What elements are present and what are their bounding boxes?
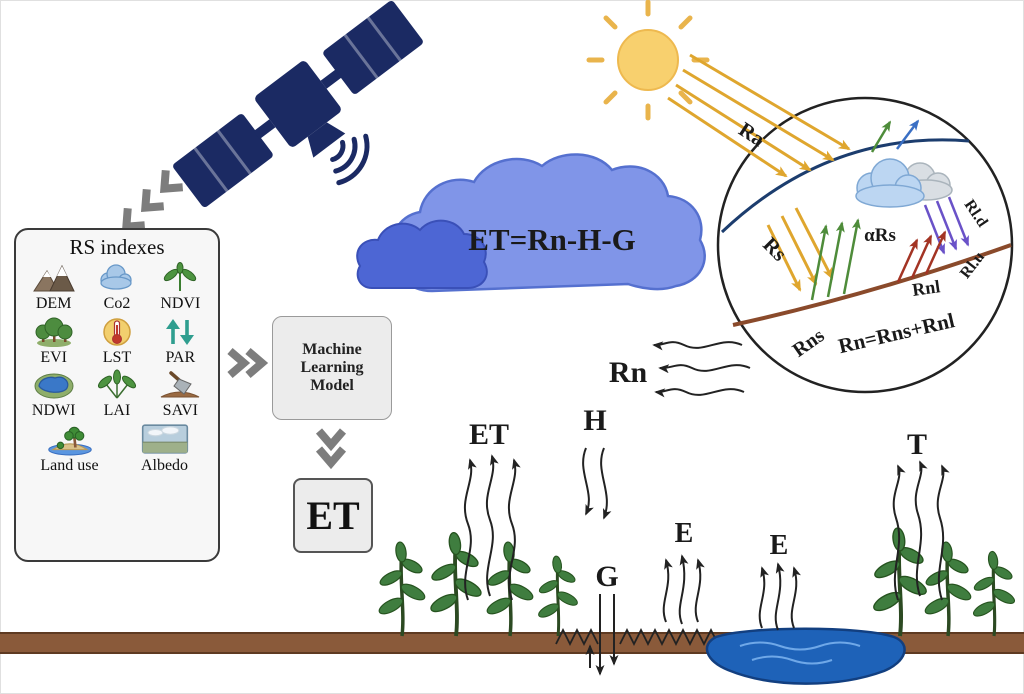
- rs-item-co2: Co2: [85, 262, 148, 313]
- scattered-arrows: [870, 119, 920, 153]
- leaves-icon: [97, 369, 137, 399]
- machine-learning-model-label: Machine Learning Model: [300, 341, 364, 394]
- machine-learning-model-box: Machine Learning Model: [272, 316, 392, 420]
- rs-item-albedo: Albedo: [117, 422, 212, 475]
- equation-cloud-small: [356, 219, 488, 289]
- g-flux-label: G: [595, 560, 618, 593]
- par-arrows-icon: [166, 318, 195, 345]
- rs-item-label: Co2: [103, 295, 131, 312]
- rs-item-ndvi: NDVI: [149, 262, 212, 313]
- rn-wavy-arrows: [652, 341, 751, 398]
- alpha-rs-label: αRs: [864, 225, 896, 246]
- rs-item-label: EVI: [40, 348, 67, 366]
- thermometer-icon: [103, 317, 131, 346]
- surface-curve: [732, 243, 1012, 327]
- rs-item-dem: DEM: [22, 262, 85, 313]
- rs-item-label: LST: [102, 348, 132, 366]
- rld-arrows: [923, 196, 970, 255]
- radiation-balance-circle: Ra Rs αRs Rns Rl.d Rl.u Rnl Rn=Rns+Rnl: [667, 53, 1014, 394]
- rs-item-label: NDWI: [31, 402, 76, 420]
- plant-cluster-left: [375, 530, 581, 638]
- forest-icon: [35, 317, 73, 347]
- e-water-flux-arrows: [758, 562, 801, 631]
- t-flux-label: T: [907, 428, 927, 461]
- rs-item-label: DEM: [35, 295, 72, 312]
- rs-item-ndwi: NDWI: [22, 369, 85, 420]
- rnl-label: Rnl: [911, 276, 942, 300]
- rs-rays: [766, 207, 834, 292]
- rs-item-par: PAR: [149, 316, 212, 367]
- cloud-equation-text: ET=Rn-H-G: [468, 222, 636, 257]
- rs-item-label: Land use: [40, 456, 99, 474]
- mountain-icon: [32, 264, 75, 292]
- rlu-arrows: [896, 230, 947, 283]
- signal-waves-icon: [330, 133, 370, 186]
- satellite: [173, 0, 423, 208]
- rs-item-lst: LST: [85, 316, 148, 367]
- chevrons-rs-to-model: [227, 347, 269, 379]
- rs-item-savi: SAVI: [149, 369, 212, 420]
- g-flux-arrows: [585, 594, 619, 676]
- e-soil-flux-label: E: [675, 518, 694, 549]
- island-icon: [47, 426, 92, 456]
- soil-zigzag: [555, 627, 719, 647]
- rs-item-label: NDVI: [160, 295, 201, 312]
- albedo-icon: [141, 424, 188, 454]
- e-soil-flux-arrows: [662, 554, 705, 625]
- rs-indexes-panel: RS indexes DEM Co2: [14, 228, 220, 562]
- water-pond: [705, 627, 906, 685]
- rs-item-label: SAVI: [162, 402, 198, 420]
- rs-item-evi: EVI: [22, 316, 85, 367]
- rs-item-landuse: Land use: [22, 422, 117, 475]
- rs-item-label: LAI: [103, 402, 131, 420]
- sun-icon: [586, 0, 710, 121]
- et-flux-arrows: [463, 454, 521, 601]
- t-flux-arrows: [892, 460, 950, 601]
- cloud-icon: [100, 264, 132, 290]
- et-flux-label: ET: [469, 418, 509, 451]
- rs-indexes-title: RS indexes: [69, 235, 165, 259]
- satellite-downlink-chevrons: [121, 169, 184, 232]
- h-flux-label: H: [583, 404, 606, 437]
- cloud-in-circle-icon: [855, 158, 953, 208]
- equation-cloud: ET=Rn-H-G: [356, 153, 706, 293]
- rs-item-lai: LAI: [85, 369, 148, 420]
- trowel-icon: [161, 371, 200, 398]
- atmosphere-arc: [720, 138, 970, 234]
- lake-icon: [34, 373, 74, 399]
- alpha-rs-arrows: [810, 218, 861, 301]
- et-output-box: ET: [293, 478, 373, 553]
- et-output-label: ET: [306, 493, 360, 538]
- rs-item-label: PAR: [165, 348, 196, 366]
- sprout-icon: [164, 262, 197, 291]
- solar-radiation-rays: [667, 53, 851, 178]
- rs-item-label: Albedo: [140, 456, 189, 474]
- e-water-flux-label: E: [770, 530, 789, 561]
- chevrons-model-to-et: [315, 428, 347, 470]
- h-flux-arrows: [582, 447, 612, 520]
- rn-label: Rn: [609, 356, 648, 389]
